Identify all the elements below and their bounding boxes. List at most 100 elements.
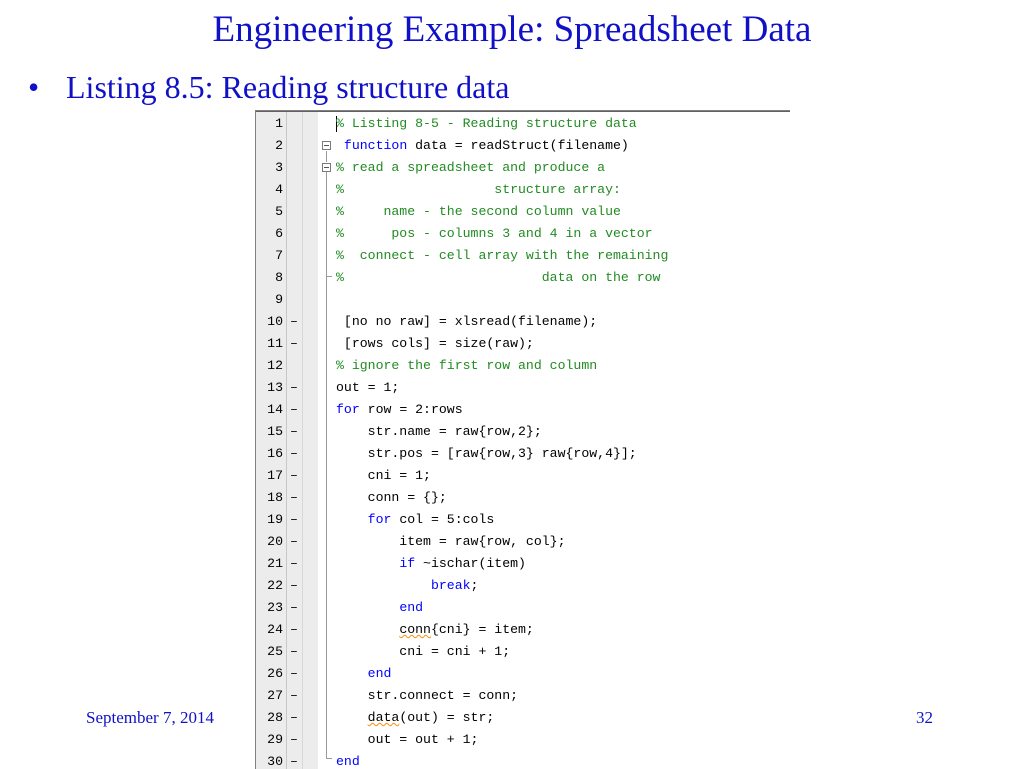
code-line[interactable]: 1 % Listing 8-5 - Reading structure data bbox=[256, 113, 790, 135]
code-line[interactable]: 20– item = raw{row, col}; bbox=[256, 531, 790, 553]
code-text[interactable]: if ~ischar(item) bbox=[336, 553, 526, 575]
line-number: 29 bbox=[267, 732, 283, 747]
code-text[interactable]: out = out + 1; bbox=[336, 729, 479, 751]
code-line[interactable]: 7% connect - cell array with the remaini… bbox=[256, 245, 790, 267]
code-text[interactable]: cni = 1; bbox=[336, 465, 431, 487]
code-line[interactable]: 27– str.connect = conn; bbox=[256, 685, 790, 707]
code-line[interactable]: 13–out = 1; bbox=[256, 377, 790, 399]
breakpoint-marker[interactable]: – bbox=[290, 622, 298, 637]
code-line[interactable]: 4% structure array: bbox=[256, 179, 790, 201]
code-text[interactable]: % structure array: bbox=[336, 179, 621, 201]
breakpoint-marker[interactable]: – bbox=[290, 468, 298, 483]
code-line[interactable]: 25– cni = cni + 1; bbox=[256, 641, 790, 663]
code-line[interactable]: 11– [rows cols] = size(raw); bbox=[256, 333, 790, 355]
code-text[interactable]: end bbox=[336, 751, 360, 769]
code-text[interactable]: [no no raw] = xlsread(filename); bbox=[336, 311, 597, 333]
code-line[interactable]: 17– cni = 1; bbox=[256, 465, 790, 487]
code-text[interactable]: % read a spreadsheet and produce a bbox=[336, 157, 605, 179]
code-text[interactable]: function data = readStruct(filename) bbox=[336, 135, 629, 157]
breakpoint-marker[interactable]: – bbox=[290, 424, 298, 439]
code-line[interactable]: 30–end bbox=[256, 751, 790, 769]
code-line[interactable]: 14– for row = 2:rows bbox=[256, 399, 790, 421]
code-token: data = readStruct(filename) bbox=[407, 138, 629, 153]
comment-token: % structure array: bbox=[336, 182, 621, 197]
footer-date: September 7, 2014 bbox=[86, 708, 214, 727]
fold-collapse-icon[interactable] bbox=[322, 163, 331, 172]
code-text[interactable]: end bbox=[336, 597, 423, 619]
code-line[interactable]: 29– out = out + 1; bbox=[256, 729, 790, 751]
code-token: out = out + 1; bbox=[336, 732, 479, 747]
code-line[interactable]: 2 function data = readStruct(filename) bbox=[256, 135, 790, 157]
breakpoint-marker[interactable]: – bbox=[290, 710, 298, 725]
code-text[interactable]: str.pos = [raw{row,3} raw{row,4}]; bbox=[336, 443, 637, 465]
code-line[interactable]: 6% pos - columns 3 and 4 in a vector bbox=[256, 223, 790, 245]
code-line[interactable]: 5% name - the second column value bbox=[256, 201, 790, 223]
code-line[interactable]: 18– conn = {}; bbox=[256, 487, 790, 509]
breakpoint-marker[interactable]: – bbox=[290, 666, 298, 681]
code-text[interactable]: item = raw{row, col}; bbox=[336, 531, 566, 553]
code-line[interactable]: 21– if ~ischar(item) bbox=[256, 553, 790, 575]
breakpoint-marker[interactable]: – bbox=[290, 578, 298, 593]
line-number: 14 bbox=[267, 402, 283, 417]
code-line[interactable]: 16– str.pos = [raw{row,3} raw{row,4}]; bbox=[256, 443, 790, 465]
line-number: 3 bbox=[275, 160, 283, 175]
breakpoint-marker[interactable]: – bbox=[290, 490, 298, 505]
code-line[interactable]: 26– end bbox=[256, 663, 790, 685]
code-text[interactable]: cni = cni + 1; bbox=[336, 641, 510, 663]
line-number-gutter bbox=[256, 111, 318, 769]
code-text[interactable]: conn = {}; bbox=[336, 487, 447, 509]
code-token bbox=[336, 512, 368, 527]
breakpoint-marker[interactable]: – bbox=[290, 512, 298, 527]
breakpoint-marker[interactable]: – bbox=[290, 336, 298, 351]
code-text[interactable]: str.connect = conn; bbox=[336, 685, 518, 707]
fold-collapse-icon[interactable] bbox=[322, 141, 331, 150]
code-line[interactable]: 3 % read a spreadsheet and produce a bbox=[256, 157, 790, 179]
code-text[interactable]: data(out) = str; bbox=[336, 707, 495, 729]
line-number: 1 bbox=[275, 116, 283, 131]
breakpoint-marker[interactable]: – bbox=[290, 534, 298, 549]
code-token: [no no raw] = xlsread(filename); bbox=[336, 314, 598, 329]
code-text[interactable]: [rows cols] = size(raw); bbox=[336, 333, 534, 355]
code-line[interactable]: 23– end bbox=[256, 597, 790, 619]
code-text[interactable]: for row = 2:rows bbox=[336, 399, 463, 421]
code-line[interactable]: 22– break; bbox=[256, 575, 790, 597]
line-number: 15 bbox=[267, 424, 283, 439]
breakpoint-marker[interactable]: – bbox=[290, 314, 298, 329]
code-text[interactable]: for col = 5:cols bbox=[336, 509, 495, 531]
code-line[interactable]: 8% data on the row bbox=[256, 267, 790, 289]
code-text[interactable]: % ignore the first row and column bbox=[336, 355, 597, 377]
code-line[interactable]: 10– [no no raw] = xlsread(filename); bbox=[256, 311, 790, 333]
line-number: 18 bbox=[267, 490, 283, 505]
breakpoint-marker[interactable]: – bbox=[290, 644, 298, 659]
code-token: item = raw{row, col}; bbox=[336, 534, 566, 549]
breakpoint-marker[interactable]: – bbox=[290, 556, 298, 571]
code-text[interactable]: % name - the second column value bbox=[336, 201, 621, 223]
code-text[interactable]: end bbox=[336, 663, 392, 685]
code-text[interactable]: % Listing 8-5 - Reading structure data bbox=[336, 113, 637, 135]
code-text[interactable]: out = 1; bbox=[336, 377, 399, 399]
code-text[interactable]: % pos - columns 3 and 4 in a vector bbox=[336, 223, 653, 245]
breakpoint-marker[interactable]: – bbox=[290, 446, 298, 461]
code-line[interactable]: 12 % ignore the first row and column bbox=[256, 355, 790, 377]
code-text[interactable]: break; bbox=[336, 575, 479, 597]
breakpoint-marker[interactable]: – bbox=[290, 600, 298, 615]
breakpoint-marker[interactable]: – bbox=[290, 402, 298, 417]
code-token bbox=[336, 556, 399, 571]
line-number: 2 bbox=[275, 138, 283, 153]
breakpoint-marker[interactable]: – bbox=[290, 688, 298, 703]
breakpoint-marker[interactable]: – bbox=[290, 380, 298, 395]
code-line[interactable]: 15– str.name = raw{row,2}; bbox=[256, 421, 790, 443]
line-number: 12 bbox=[267, 358, 283, 373]
line-number: 28 bbox=[267, 710, 283, 725]
code-line[interactable]: 24– conn{cni} = item; bbox=[256, 619, 790, 641]
code-text[interactable]: % connect - cell array with the remainin… bbox=[336, 245, 668, 267]
breakpoint-marker[interactable]: – bbox=[290, 754, 298, 769]
code-text[interactable]: % data on the row bbox=[336, 267, 660, 289]
code-line[interactable]: 28– data(out) = str; bbox=[256, 707, 790, 729]
code-text[interactable]: str.name = raw{row,2}; bbox=[336, 421, 542, 443]
code-line[interactable]: 9 bbox=[256, 289, 790, 311]
code-line[interactable]: 19– for col = 5:cols bbox=[256, 509, 790, 531]
breakpoint-marker[interactable]: – bbox=[290, 732, 298, 747]
code-text[interactable]: conn{cni} = item; bbox=[336, 619, 534, 641]
